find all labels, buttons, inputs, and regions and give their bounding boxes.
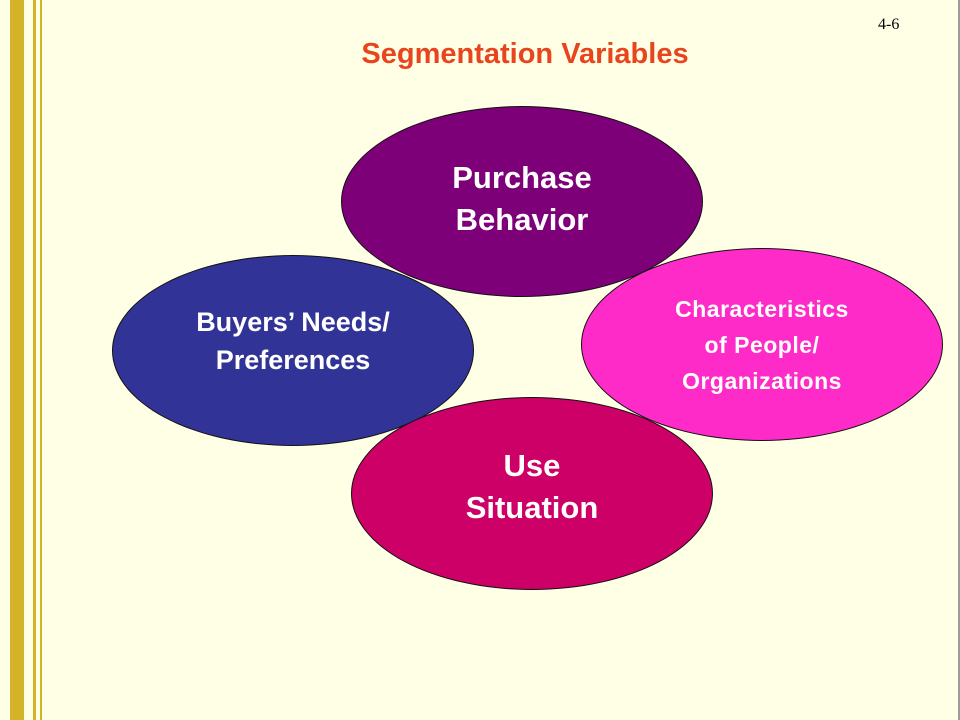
ellipse-characteristics: Characteristics of People/ Organizations [581,248,943,441]
ellipse-label: Purchase Behavior [452,157,592,241]
label-line: Situation [465,489,599,525]
label-line: Preferences [215,344,371,375]
decorative-stripe-thin [40,0,42,720]
ellipse-buyers-needs: Buyers’ Needs/ Preferences [112,255,474,446]
label-line: Characteristics [675,295,849,322]
slide-right-border [958,0,960,720]
decorative-stripe-thin [33,0,36,720]
label-line: Purchase [452,159,592,195]
ellipse-purchase-behavior: Purchase Behavior [341,106,703,297]
label-line: Use [503,447,561,483]
label-line: of People/ [704,331,820,358]
label-line: Behavior [455,201,589,237]
decorative-stripe-wide [10,0,24,720]
ellipse-label: Use Situation [466,445,599,529]
ellipse-use-situation: Use Situation [351,397,713,590]
label-line: Organizations [682,367,842,394]
ellipse-label: Buyers’ Needs/ Preferences [196,303,390,379]
ellipse-label: Characteristics of People/ Organizations [675,291,849,399]
slide-title: Segmentation Variables [361,38,689,70]
slide-number: 4-6 [878,16,900,33]
label-line: Buyers’ Needs/ [196,306,390,337]
